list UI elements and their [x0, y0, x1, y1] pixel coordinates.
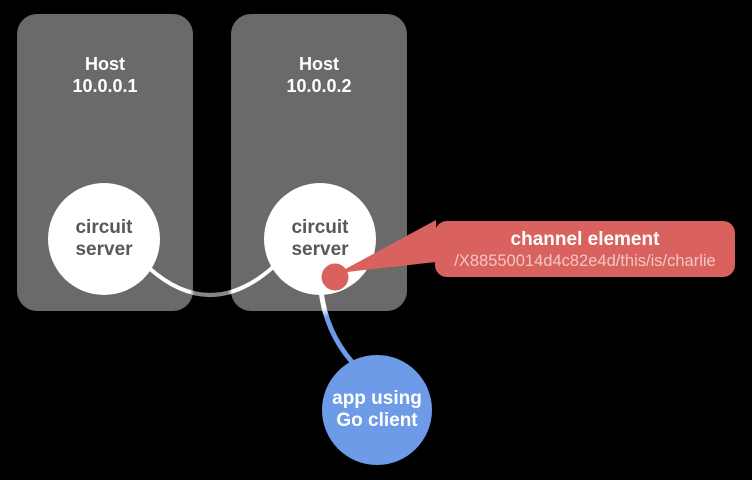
- channel-callout-title: channel element: [510, 229, 660, 250]
- server-label-line: server: [75, 239, 133, 260]
- server-label-line: circuit: [291, 217, 349, 238]
- host-label: Host: [85, 54, 125, 74]
- host-address: 10.0.0.1: [72, 76, 138, 96]
- go-client-circle: app using Go client: [322, 355, 432, 465]
- circuit-server-circle-1: circuit server: [48, 183, 160, 295]
- server-label-line: server: [291, 239, 349, 260]
- client-label-line: app using: [332, 388, 422, 409]
- host-title-2: Host 10.0.0.2: [231, 53, 407, 97]
- server-label-line: circuit: [75, 217, 133, 238]
- channel-callout-path: /X88550014d4c82e4d/this/is/charlie: [454, 252, 716, 270]
- host-address: 10.0.0.2: [286, 76, 352, 96]
- host-label: Host: [299, 54, 339, 74]
- channel-callout: channel element /X88550014d4c82e4d/this/…: [435, 221, 735, 277]
- circuit-server-circle-2: circuit server: [264, 183, 376, 295]
- client-label-line: Go client: [336, 410, 418, 431]
- host-title-1: Host 10.0.0.1: [17, 53, 193, 97]
